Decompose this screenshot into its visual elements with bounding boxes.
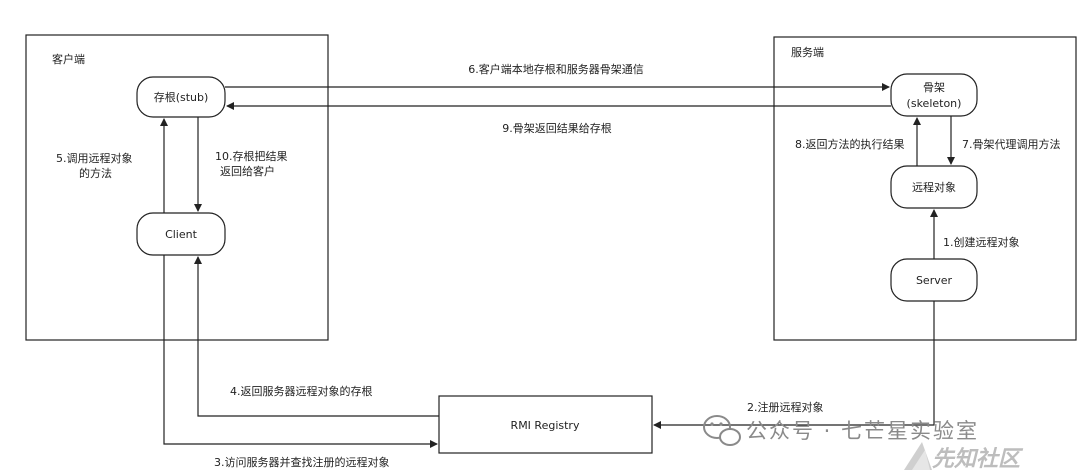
client-node-label: Client (165, 228, 198, 241)
registry-node-label: RMI Registry (511, 419, 580, 432)
skeleton-node-label-1: 骨架 (923, 81, 945, 94)
edge-10-label-2: 返回给客户 (220, 164, 275, 178)
remote-object-node (890, 165, 978, 209)
stub-node (136, 76, 226, 118)
edge-6-label: 6.客户端本地存根和服务器骨架通信 (468, 62, 644, 76)
edge-3-label: 3.访问服务器并查找注册的远程对象 (214, 455, 390, 469)
edge-2 (653, 301, 935, 429)
corner-logo-icon (904, 442, 932, 470)
edge-10-label-1: 10.存根把结果 (215, 149, 288, 163)
server-container (773, 36, 1077, 341)
server-node-label: Server (916, 274, 953, 287)
server-container-label: 服务端 (791, 46, 824, 59)
registry-node (438, 395, 653, 454)
edge-9-label: 9.骨架返回结果给存根 (502, 121, 612, 135)
edge-8-label: 8.返回方法的执行结果 (795, 137, 905, 151)
edge-3 (163, 255, 438, 448)
stub-node-label: 存根(stub) (154, 90, 209, 104)
edge-4 (194, 256, 439, 417)
edge-7-label: 7.骨架代理调用方法 (962, 137, 1061, 151)
client-container (25, 34, 329, 341)
edge-1-label: 1.创建远程对象 (943, 235, 1020, 249)
remote-object-node-label: 远程对象 (912, 180, 956, 194)
client-node (136, 212, 226, 256)
corner-watermark-text: 先知社区 (932, 446, 1024, 471)
edge-4-label: 4.返回服务器远程对象的存根 (230, 384, 373, 398)
skeleton-node (890, 73, 978, 117)
watermark-text: 公众号 · 七芒星实验室 (746, 419, 979, 443)
edge-5-label-2: 的方法 (79, 166, 112, 180)
wechat-icon (703, 415, 741, 446)
skeleton-node-label-2: (skeleton) (907, 97, 962, 110)
edge-5-label-1: 5.调用远程对象 (56, 151, 133, 165)
edge-2-label: 2.注册远程对象 (747, 400, 824, 414)
client-container-label: 客户端 (52, 52, 85, 66)
